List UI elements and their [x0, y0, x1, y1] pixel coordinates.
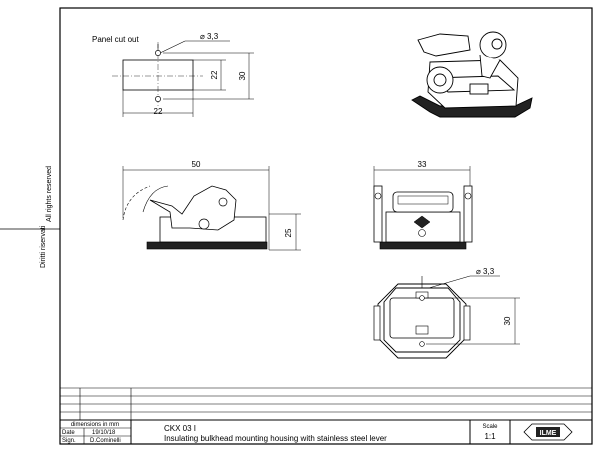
ilme-logo-text: ILME	[540, 430, 557, 437]
top-height-dim: 30	[503, 316, 512, 325]
side-flange	[146, 241, 268, 250]
ilme-logo: ILME	[523, 423, 573, 441]
scale-label: Scale	[482, 424, 498, 430]
sign-label: Sign.	[62, 438, 76, 444]
panel-inner-height-dim: 22	[210, 70, 219, 79]
product-code: CKX 03 I	[164, 424, 196, 433]
product-description: Insulating bulkhead mounting housing wit…	[164, 434, 387, 443]
side-width-dim: 50	[192, 160, 201, 169]
dimensions-note: dimensions in mm	[71, 422, 119, 428]
front-width-dim: 33	[418, 160, 427, 169]
top-view: ⌀ 3,3 30	[373, 267, 520, 359]
panel-hole-diameter: ⌀ 3,3	[200, 32, 219, 41]
title-block	[60, 387, 592, 444]
panel-hole-top	[155, 50, 161, 56]
side-view: 50 25	[122, 160, 301, 251]
front-logo-mark	[413, 215, 431, 229]
date-label: Date	[62, 430, 75, 436]
panel-hole-bottom	[155, 96, 161, 102]
side-lever	[149, 185, 237, 231]
front-view: 33	[373, 160, 473, 250]
side-height-dim: 25	[284, 228, 293, 237]
scale-value: 1:1	[484, 432, 496, 441]
date-value: 19/10/18	[92, 430, 116, 436]
panel-outer-height-dim: 30	[238, 71, 247, 80]
panel-width-dim: 22	[154, 107, 163, 116]
front-flange	[379, 241, 467, 250]
sign-value: D.Cominelli	[90, 438, 121, 444]
top-hole-diameter: ⌀ 3,3	[476, 267, 495, 276]
drawing-frame	[0, 7, 593, 445]
panel-cutout-label: Panel cut out	[92, 35, 139, 44]
isometric-view	[411, 31, 533, 118]
panel-cutout-view: Panel cut out ⌀ 3,3 22 30 22	[92, 32, 254, 117]
